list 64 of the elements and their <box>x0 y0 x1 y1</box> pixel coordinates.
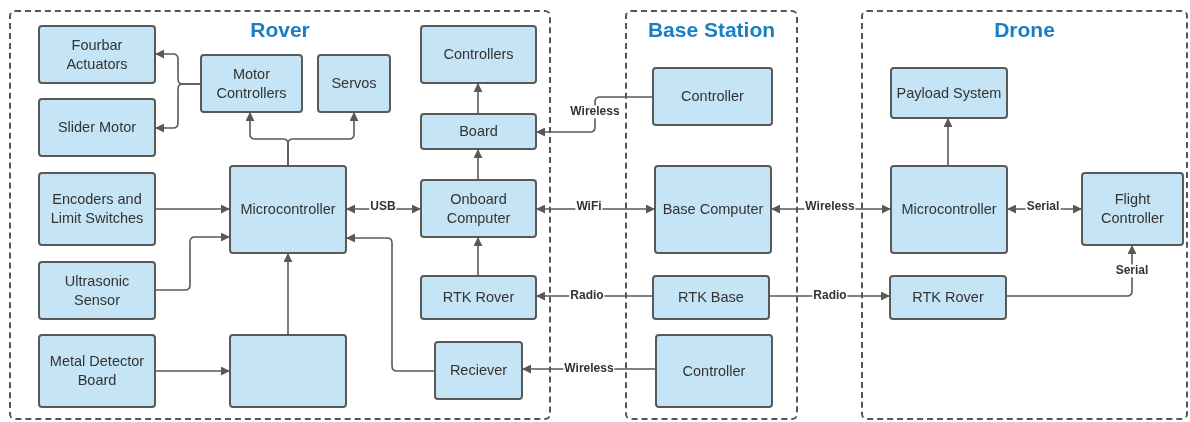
connector-arrow <box>155 232 230 291</box>
connector-arrow <box>155 83 201 133</box>
dashed-group-frame <box>9 10 551 420</box>
connector-arrow <box>155 366 230 376</box>
edge-label: Serial <box>1114 264 1150 278</box>
component-box <box>38 334 156 408</box>
connector-arrow <box>287 112 359 166</box>
connector-arrow <box>346 233 435 372</box>
box-label: Controller <box>680 87 745 106</box>
connector-arrow <box>473 83 483 114</box>
box-label: Payload System <box>895 83 1003 103</box>
box-label: Slider Motor <box>56 118 138 137</box>
dashed-group-frame <box>861 10 1188 420</box>
component-box <box>889 275 1007 320</box>
box-label: Servos <box>330 74 378 93</box>
component-box <box>229 165 347 254</box>
component-box <box>655 334 773 408</box>
component-box <box>38 25 156 84</box>
box-label: Reciever <box>448 361 509 380</box>
component-box <box>420 113 537 150</box>
box-label: Board <box>458 122 499 141</box>
box-label: RTK Rover <box>441 288 516 307</box>
component-box <box>652 275 770 320</box>
connector-arrow <box>283 253 293 335</box>
component-box <box>38 261 156 320</box>
group-title: Rover <box>250 18 310 42</box>
component-box <box>229 334 347 408</box>
box-label: Microcontroller <box>900 200 998 219</box>
box-label: Motor Controllers <box>215 64 288 103</box>
component-box <box>317 54 391 113</box>
box-label: Flight Controller <box>1100 190 1165 228</box>
component-box <box>200 54 303 113</box>
box-label: Ultrasonic Sensor <box>63 271 131 310</box>
connector-arrow <box>943 118 953 166</box>
connector-arrow <box>1006 245 1137 297</box>
component-box <box>652 67 773 126</box>
box-label: Controller <box>681 361 747 381</box>
dashed-group-frame <box>625 10 798 420</box>
connector-arrow <box>536 96 653 137</box>
component-box <box>890 165 1008 254</box>
box-label: Onboard Computer <box>445 189 512 228</box>
group-title: Drone <box>994 18 1055 42</box>
component-box <box>434 341 523 400</box>
component-box <box>1081 172 1184 246</box>
connector-arrow <box>473 149 483 180</box>
component-box <box>38 98 156 157</box>
component-box <box>890 67 1008 119</box>
box-label: Metal Detector Board <box>48 352 146 390</box>
edge-label: Wireless <box>569 105 621 119</box>
connector-arrow <box>473 237 483 276</box>
box-label: Microcontroller <box>239 200 337 219</box>
box-label: RTK Base <box>677 288 745 307</box>
box-label: Controllers <box>442 45 515 64</box>
box-label: Base Computer <box>661 200 765 219</box>
connector-arrow <box>155 204 230 214</box>
group-title: Base Station <box>647 18 776 42</box>
box-label: Encoders and Limit Switches <box>49 190 145 228</box>
component-box <box>654 165 772 254</box>
component-box <box>420 275 537 320</box>
component-box <box>420 25 537 84</box>
box-label: RTK Rover <box>911 288 985 307</box>
component-box <box>38 172 156 246</box>
box-label: Fourbar Actuators <box>65 35 129 74</box>
component-box <box>420 179 537 238</box>
